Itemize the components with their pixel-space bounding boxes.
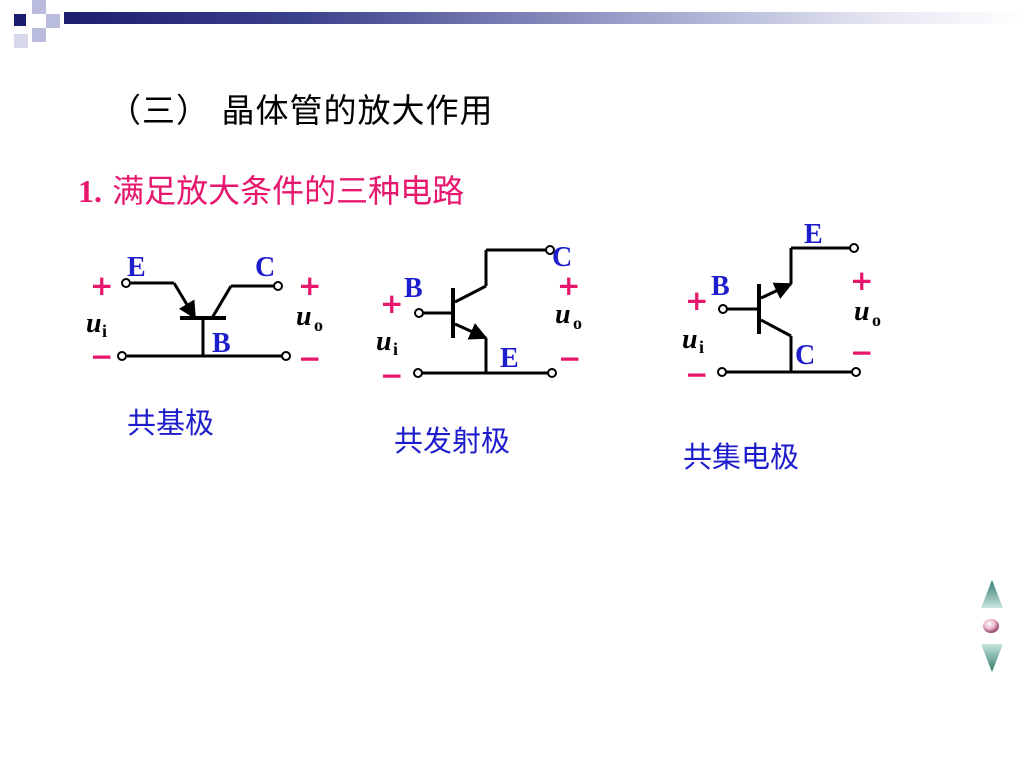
common-emitter-circuit <box>413 245 557 378</box>
subtitle-number: 1. <box>78 173 102 209</box>
output-plus: + <box>557 269 580 302</box>
emitter-label: E <box>804 219 823 250</box>
input-minus: − <box>685 358 708 391</box>
emitter-label: E <box>500 343 519 374</box>
collector-label: C <box>255 252 275 283</box>
output-voltage: u <box>555 299 571 330</box>
home-dot-icon[interactable] <box>983 619 999 633</box>
base-label: B <box>404 273 423 304</box>
input-minus: − <box>380 359 403 392</box>
input-voltage: u <box>682 324 698 355</box>
slide-navigation <box>981 580 1003 672</box>
slide-subtitle: 1. 满足放大条件的三种电路 <box>78 166 464 212</box>
common-emitter-caption: 共发射极 <box>394 424 511 458</box>
output-minus: − <box>298 342 321 375</box>
common-base-caption: 共基极 <box>127 406 215 440</box>
input-voltage-subscript: i <box>102 321 107 341</box>
input-voltage: u <box>376 326 392 357</box>
output-minus: − <box>850 336 873 369</box>
collector-label: C <box>795 340 815 371</box>
output-voltage: u <box>854 296 870 327</box>
base-label: B <box>711 271 730 302</box>
base-label: B <box>212 328 231 359</box>
down-arrow-icon[interactable] <box>981 644 1003 672</box>
input-voltage-subscript: i <box>393 339 398 359</box>
collector-label: C <box>552 242 572 273</box>
output-minus: − <box>558 342 581 375</box>
emitter-label: E <box>127 252 146 283</box>
top-gradient-bar <box>64 12 1024 24</box>
output-voltage-subscript: o <box>314 315 323 335</box>
output-voltage: u <box>296 301 312 332</box>
input-plus: + <box>380 287 403 320</box>
output-voltage-subscript: o <box>573 313 582 333</box>
output-voltage-subscript: o <box>872 310 881 330</box>
up-arrow-icon[interactable] <box>981 580 1003 608</box>
input-plus: + <box>90 269 113 302</box>
common-collector-caption: 共集电极 <box>683 440 800 474</box>
common-base-circuit <box>117 278 291 361</box>
common-collector-circuit <box>717 243 861 377</box>
subtitle-text: 满足放大条件的三种电路 <box>102 172 465 210</box>
output-plus: + <box>298 269 321 302</box>
input-plus: + <box>685 284 708 317</box>
input-voltage-subscript: i <box>699 337 704 357</box>
input-minus: − <box>90 340 113 373</box>
slide-title: （三） 晶体管的放大作用 <box>108 91 494 130</box>
input-voltage: u <box>86 308 102 339</box>
output-plus: + <box>850 264 873 297</box>
